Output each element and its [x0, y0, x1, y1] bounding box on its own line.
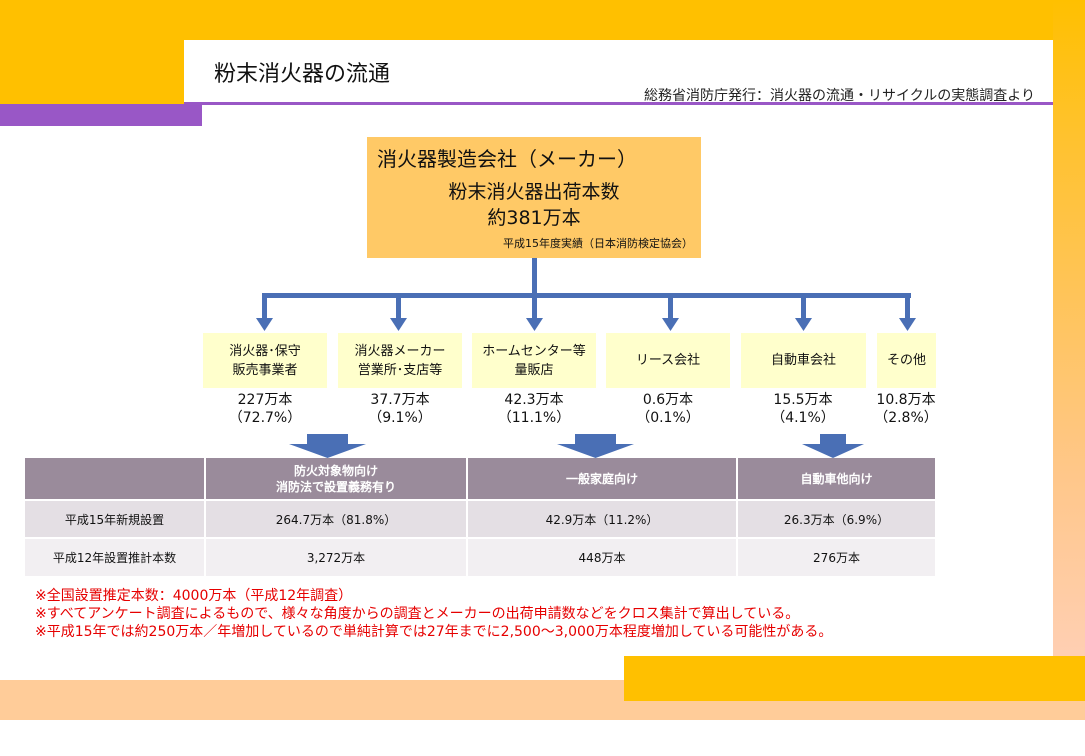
source-caption: 総務省消防庁発行：消火器の流通・リサイクルの実態調査より	[643, 88, 1035, 104]
table-header-cell: 自動車他向け	[736, 458, 935, 500]
value-count: 42.3万本	[504, 392, 564, 408]
table-cell: 42.9万本（11.2%）	[466, 499, 737, 538]
drop-4	[668, 295, 673, 320]
right-accent-band	[1053, 0, 1085, 680]
value-share: （72.7%）	[228, 410, 302, 426]
destination-label: リース会社	[635, 353, 701, 368]
destination-label: 消火器メーカー	[354, 343, 446, 359]
header-line: 消防法で設置義務有り	[275, 479, 396, 494]
footnote: ※全国設置推定本数：4000万本（平成12年調査）	[35, 588, 353, 604]
table-header-cell: 一般家庭向け	[466, 458, 737, 500]
destination-box-automakers: 自動車会社	[741, 333, 866, 388]
destination-box-dealers: 消火器･保守 販売事業者	[203, 333, 327, 388]
table-cell: 26.3万本（6.9%）	[736, 499, 935, 538]
table-cell: 264.7万本（81.8%）	[204, 499, 467, 538]
destination-value-other: 10.8万本 （2.8%）	[851, 391, 961, 427]
destination-label: 販売事業者	[232, 362, 298, 378]
value-count: 227万本	[237, 392, 293, 408]
drop-3	[532, 295, 537, 320]
maker-source-note: 平成15年度実績（日本消防検定協会）	[503, 237, 693, 250]
destination-box-other: その他	[877, 333, 936, 388]
destination-value-dealers: 227万本 （72.7%）	[210, 391, 320, 427]
flow-arrow-1	[289, 434, 366, 458]
table-header-row: 防火対象物向け 消防法で設置義務有り 一般家庭向け 自動車他向け	[25, 458, 935, 500]
destination-label: その他	[886, 353, 926, 368]
destination-value-leasing: 0.6万本 （0.1%）	[613, 391, 723, 427]
arrowhead-1	[256, 318, 273, 331]
table-header-corner	[25, 458, 205, 500]
flow-arrow-2	[557, 434, 634, 458]
footnote: ※平成15年では約250万本／年増加しているので単純計算では27年までに2,50…	[35, 624, 833, 640]
destination-label: 営業所･支店等	[357, 362, 443, 378]
value-share: （0.1%）	[636, 410, 700, 426]
destination-value-automakers: 15.5万本 （4.1%）	[748, 391, 858, 427]
table-cell: 448万本	[466, 537, 737, 576]
destination-label: 自動車会社	[770, 353, 836, 368]
table-row: 平成12年設置推計本数 3,272万本 448万本 276万本	[25, 537, 935, 576]
branch-bar	[262, 293, 911, 298]
destination-label: 量販店	[514, 362, 554, 378]
drop-5	[801, 295, 806, 320]
maker-shipments-label: 粉末消火器出荷本数	[448, 181, 620, 203]
drop-1	[262, 295, 267, 320]
destination-box-maker-offices: 消火器メーカー 営業所･支店等	[338, 333, 462, 388]
flow-arrow-3	[802, 434, 864, 458]
header-line: 防火対象物向け	[293, 463, 378, 478]
value-count: 0.6万本	[642, 392, 694, 408]
title-underline	[184, 102, 1053, 105]
arrowhead-5	[795, 318, 812, 331]
arrowhead-3	[526, 318, 543, 331]
destination-box-leasing: リース会社	[606, 333, 730, 388]
maker-shipments-total: 約381万本	[487, 207, 581, 229]
purple-accent-bar	[0, 104, 202, 126]
table-cell: 3,272万本	[204, 537, 467, 576]
maker-box: 消火器製造会社（メーカー） 粉末消火器出荷本数 約381万本 平成15年度実績（…	[367, 137, 701, 258]
left-accent-block	[0, 0, 184, 104]
value-count: 10.8万本	[876, 392, 936, 408]
maker-name: 消火器製造会社（メーカー）	[377, 147, 637, 171]
arrowhead-6	[899, 318, 916, 331]
footnotes: ※全国設置推定本数：4000万本（平成12年調査） ※すべてアンケート調査による…	[35, 587, 832, 641]
table-header-cell: 防火対象物向け 消防法で設置義務有り	[204, 458, 467, 500]
arrowhead-4	[662, 318, 679, 331]
destination-box-home-centers: ホームセンター等 量販店	[472, 333, 596, 388]
value-share: （11.1%）	[497, 410, 571, 426]
drop-2	[396, 295, 401, 320]
value-count: 37.7万本	[370, 392, 430, 408]
table-cell: 平成12年設置推計本数	[25, 537, 205, 576]
table-cell: 276万本	[736, 537, 935, 576]
value-share: （9.1%）	[368, 410, 432, 426]
bottom-right-accent-block	[624, 656, 1085, 701]
table-cell: 平成15年新規設置	[25, 499, 205, 538]
installation-table: 防火対象物向け 消防法で設置義務有り 一般家庭向け 自動車他向け 平成15年新規…	[25, 458, 935, 576]
destination-label: 消火器･保守	[229, 343, 301, 359]
page-title: 粉末消火器の流通	[214, 62, 391, 87]
footnote: ※すべてアンケート調査によるもので、様々な角度からの調査とメーカーの出荷申請数な…	[35, 606, 800, 622]
drop-6	[905, 295, 910, 320]
arrowhead-2	[390, 318, 407, 331]
trunk-line	[532, 258, 537, 296]
table-row: 平成15年新規設置 264.7万本（81.8%） 42.9万本（11.2%） 2…	[25, 499, 935, 538]
destination-value-home-centers: 42.3万本 （11.1%）	[479, 391, 589, 427]
value-share: （4.1%）	[771, 410, 835, 426]
value-share: （2.8%）	[874, 410, 938, 426]
destination-value-maker-offices: 37.7万本 （9.1%）	[345, 391, 455, 427]
destination-label: ホームセンター等	[482, 343, 586, 359]
value-count: 15.5万本	[773, 392, 833, 408]
